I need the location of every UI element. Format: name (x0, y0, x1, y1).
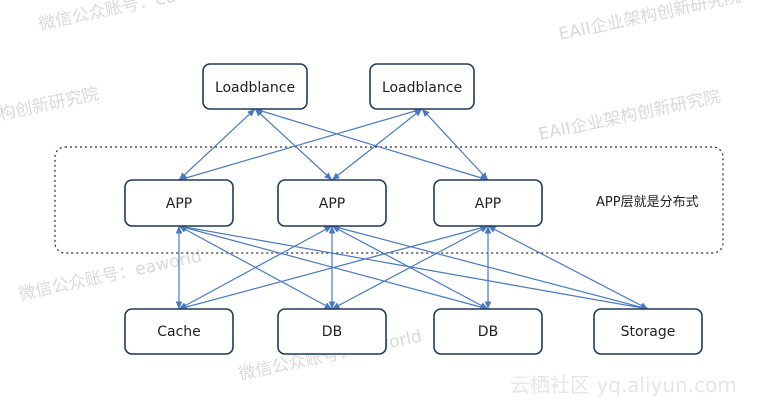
node-app2: APP (277, 179, 387, 227)
node-label: Cache (157, 324, 201, 340)
edge-lb2-app3 (421, 108, 489, 181)
app-layer-group (54, 146, 724, 254)
edge-lb1-app2 (254, 108, 333, 181)
node-app1: APP (124, 179, 234, 227)
watermark-text: 微信公众账号：eaworld (37, 0, 224, 35)
node-lb1: Loadblance (202, 63, 308, 110)
edge-lb2-app1 (178, 107, 423, 182)
node-lb2: Loadblance (369, 63, 475, 110)
node-label: DB (478, 324, 498, 340)
watermark-text: EAII企业架构创新研究院 (557, 0, 743, 45)
node-label: Storage (621, 324, 676, 340)
node-label: APP (475, 196, 501, 212)
node-db2: DB (433, 308, 543, 355)
edges-layer (175, 107, 649, 311)
node-storage: Storage (593, 308, 703, 355)
edge-app2-storage (331, 224, 649, 311)
edge-app3-db1 (331, 225, 489, 310)
watermark-text: 构创新研究院 (0, 84, 101, 125)
node-label: APP (166, 196, 192, 212)
edge-app3-storage (487, 225, 649, 310)
node-label: Loadblance (382, 80, 462, 96)
node-db1: DB (277, 308, 387, 355)
node-app3: APP (433, 179, 543, 227)
watermark-text: 微信公众账号：eaworld (17, 247, 204, 305)
node-label: APP (319, 196, 345, 212)
node-cache: Cache (124, 308, 234, 355)
edge-app1-storage (178, 224, 649, 311)
group-annotation: APP层就是分布式 (596, 195, 699, 210)
node-label: Loadblance (215, 80, 295, 96)
edge-lb1-app3 (254, 107, 489, 182)
brand-watermark: 云栖社区 yq.aliyun.com (510, 373, 737, 397)
watermark-text: EAII企业架构创新研究院 (537, 87, 723, 145)
node-label: DB (322, 324, 342, 340)
edge-lb2-app2 (331, 108, 423, 181)
